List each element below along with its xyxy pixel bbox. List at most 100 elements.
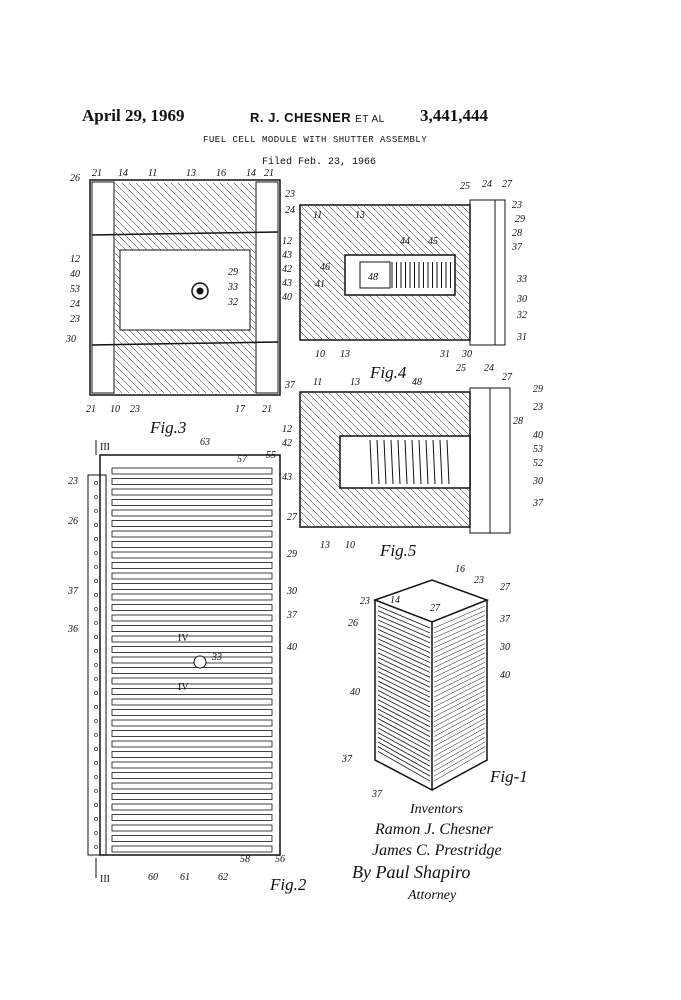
shutter-slat	[377, 624, 431, 649]
reference-numeral: 28	[513, 416, 523, 427]
fig4-label: Fig.4	[369, 363, 407, 382]
reference-numeral: 21	[262, 404, 272, 415]
shutter-slat	[433, 737, 486, 767]
hatch-line	[300, 455, 372, 527]
reference-numeral: 24	[70, 299, 80, 310]
reference-numeral: 37	[67, 586, 79, 597]
reference-numeral: 33	[211, 652, 222, 663]
hatch-line	[300, 261, 379, 340]
inventor-2-signature: James C. Prestridge	[372, 842, 502, 859]
coil-line	[404, 439, 408, 485]
shutter-slat	[111, 551, 273, 559]
inventor-name-text: R. J. CHESNER	[250, 110, 352, 125]
reference-numeral: 42	[282, 264, 292, 275]
shutter-slat	[377, 732, 431, 762]
shutter-slat	[377, 675, 431, 703]
shutter-slat	[111, 761, 273, 769]
hatch-line	[412, 205, 470, 263]
reference-numeral: 16	[216, 168, 226, 179]
shutter-slat	[377, 699, 431, 728]
shutter-slat	[111, 845, 273, 853]
reference-numeral: 42	[282, 438, 292, 449]
shutter-slat	[433, 680, 486, 708]
shutter-slat	[433, 713, 486, 742]
tie-rod-hole	[94, 831, 98, 835]
hatch-line	[226, 182, 256, 212]
hatch-line	[440, 205, 470, 235]
shutter-slat	[377, 666, 431, 693]
hatch-line	[198, 182, 256, 240]
shutter-slat	[111, 719, 273, 727]
shutter-slat	[377, 708, 431, 737]
tie-rod-hole	[94, 649, 98, 653]
reference-numeral: 30	[499, 642, 510, 653]
reference-numeral: 40	[350, 687, 360, 698]
reference-numeral: 12	[70, 254, 80, 265]
hatch-line	[433, 392, 470, 429]
shutter-slat	[433, 615, 486, 639]
tie-rod-hole	[94, 565, 98, 569]
shutter-slat	[111, 572, 273, 580]
shutter-slat	[111, 835, 273, 842]
shutter-slat	[433, 657, 486, 683]
shutter-slat	[433, 652, 486, 678]
figure-4: Fig.4	[299, 199, 506, 382]
shutter-slat	[377, 685, 431, 713]
tie-rod-hole	[94, 719, 98, 723]
hatch-line	[426, 205, 470, 249]
shutter-slat	[377, 638, 431, 663]
hatch-line	[398, 205, 470, 277]
shutter-slat	[433, 662, 486, 688]
shutter-slat	[433, 666, 486, 693]
tie-rod-hole	[94, 705, 98, 709]
tie-rod-hole	[94, 579, 98, 583]
hatch-line	[114, 329, 179, 394]
hatch-line	[233, 182, 256, 205]
hatch-line	[212, 182, 256, 226]
shutter-slat	[433, 685, 486, 713]
reference-numeral: 57	[237, 454, 248, 465]
hatch-line	[247, 182, 256, 191]
shutter-slat	[433, 629, 486, 653]
section-mark-iii-top: III	[100, 442, 110, 453]
reference-numeral: 12	[282, 424, 292, 435]
reference-numeral: 37	[511, 242, 523, 253]
reference-numeral: 40	[533, 430, 543, 441]
reference-numeral: 16	[455, 564, 465, 575]
reference-numeral: 37	[499, 614, 511, 625]
tie-rod-hole	[94, 733, 98, 737]
shutter-slat	[377, 722, 431, 752]
shutter-slat	[377, 629, 431, 654]
shutter-slat	[433, 619, 486, 644]
shutter-slat	[111, 614, 273, 622]
attorney-label: Attorney	[407, 888, 457, 903]
tie-rod-hole	[94, 621, 98, 625]
reference-numeral: 45	[428, 236, 438, 247]
reference-numeral: 23	[70, 314, 80, 325]
shutter-slat	[433, 647, 486, 673]
hatch-line	[300, 296, 344, 340]
tie-rod-hole	[94, 817, 98, 821]
shutter-slat	[377, 605, 431, 629]
reference-numeral: 25	[460, 181, 470, 192]
shutter-slat	[377, 652, 431, 678]
reference-numeral: 53	[533, 444, 543, 455]
reference-numeral: 48	[412, 377, 422, 388]
reference-numeral: 62	[218, 872, 228, 883]
shutter-slat	[111, 698, 273, 706]
shutter-slat	[377, 746, 431, 777]
reference-numeral: 13	[350, 377, 360, 388]
reference-numeral: 40	[500, 670, 510, 681]
coil-line	[383, 439, 387, 485]
hatch-line	[300, 275, 365, 340]
shutter-slat	[377, 661, 431, 688]
hatch-line	[300, 331, 309, 340]
shutter-slat	[111, 509, 273, 517]
hatch-line	[419, 392, 470, 443]
shutter-slat	[377, 610, 431, 634]
fig3-label: Fig.3	[149, 418, 186, 437]
hatch-line	[419, 205, 470, 256]
hatch-line	[454, 392, 470, 408]
reference-numeral: 32	[516, 310, 527, 321]
shutter-slat	[111, 499, 273, 506]
